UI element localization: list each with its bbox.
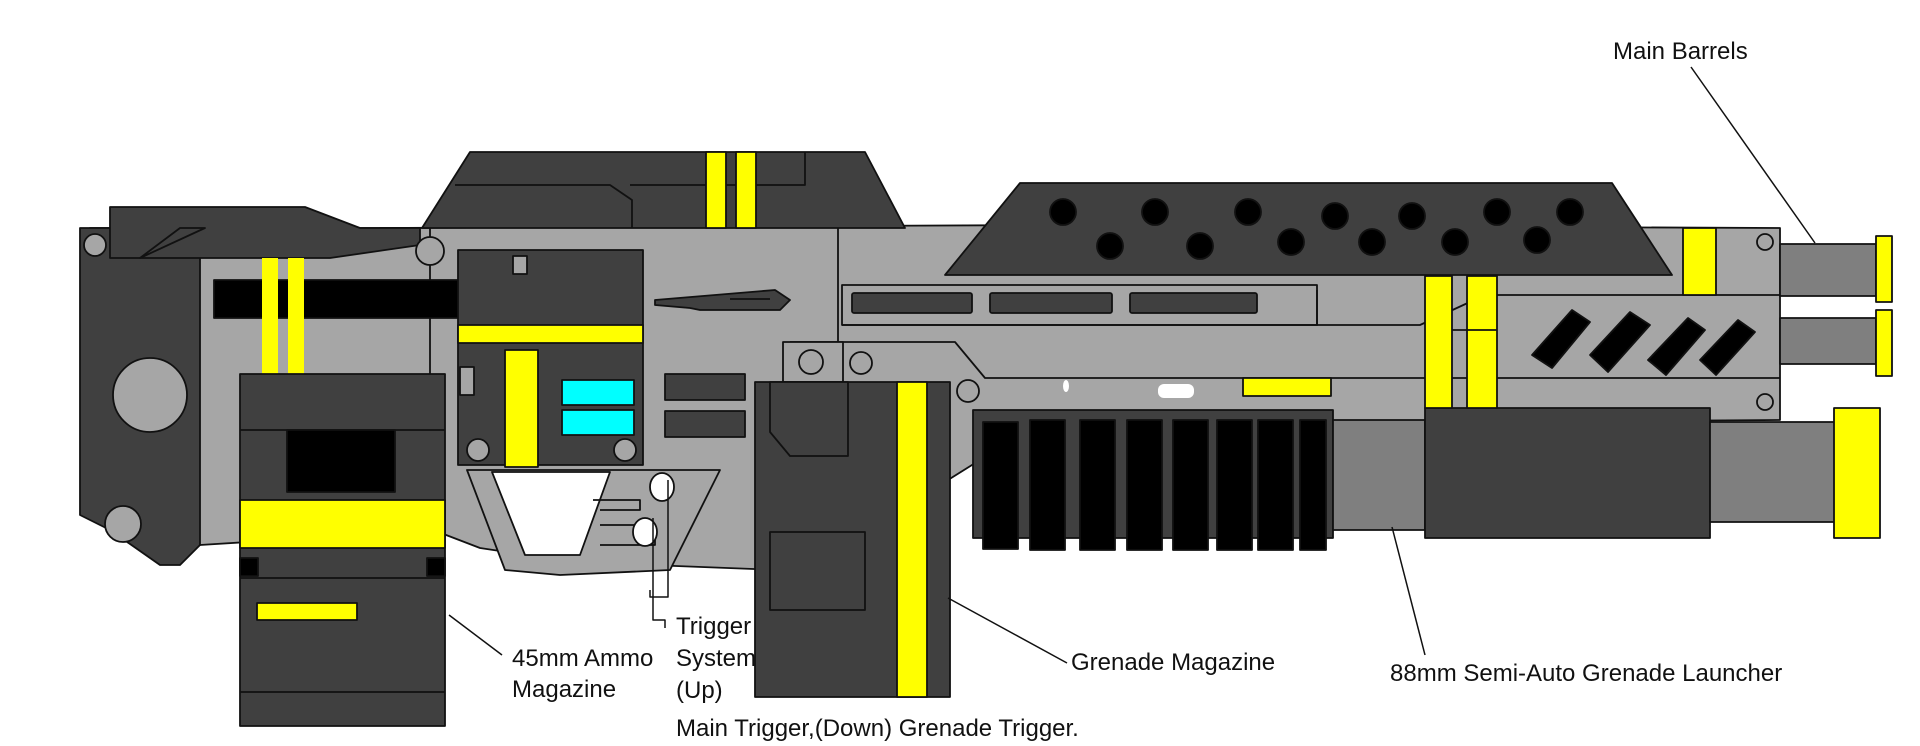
rail-section xyxy=(782,284,1780,403)
label-trigger-line3: (Up) xyxy=(676,677,723,704)
label-ammo-mag-line1: 45mm Ammo xyxy=(512,645,653,672)
grenade-magazine xyxy=(754,381,951,698)
launcher-cylinder xyxy=(972,407,1881,551)
trigger-guard xyxy=(466,469,721,576)
side-panel xyxy=(415,236,644,468)
label-trigger-line4: Main Trigger,(Down) Grenade Trigger. xyxy=(676,715,1079,742)
label-ammo-mag-line2: Magazine xyxy=(512,676,616,703)
leader-lines xyxy=(448,66,1816,664)
label-trigger-line2: System xyxy=(676,645,756,672)
label-launcher: 88mm Semi-Auto Grenade Launcher xyxy=(1390,660,1782,687)
ammo-magazine xyxy=(239,373,446,727)
top-housing xyxy=(421,151,906,380)
vent-slots xyxy=(1531,309,1756,376)
main-barrels xyxy=(1779,235,1893,377)
label-main-barrels: Main Barrels xyxy=(1613,38,1748,65)
label-grenade-magazine: Grenade Magazine xyxy=(1071,649,1275,676)
sight-detail xyxy=(654,289,791,311)
label-trigger-line1: Trigger xyxy=(676,613,751,640)
vented-cover xyxy=(944,182,1673,276)
rear-sight xyxy=(109,206,475,319)
